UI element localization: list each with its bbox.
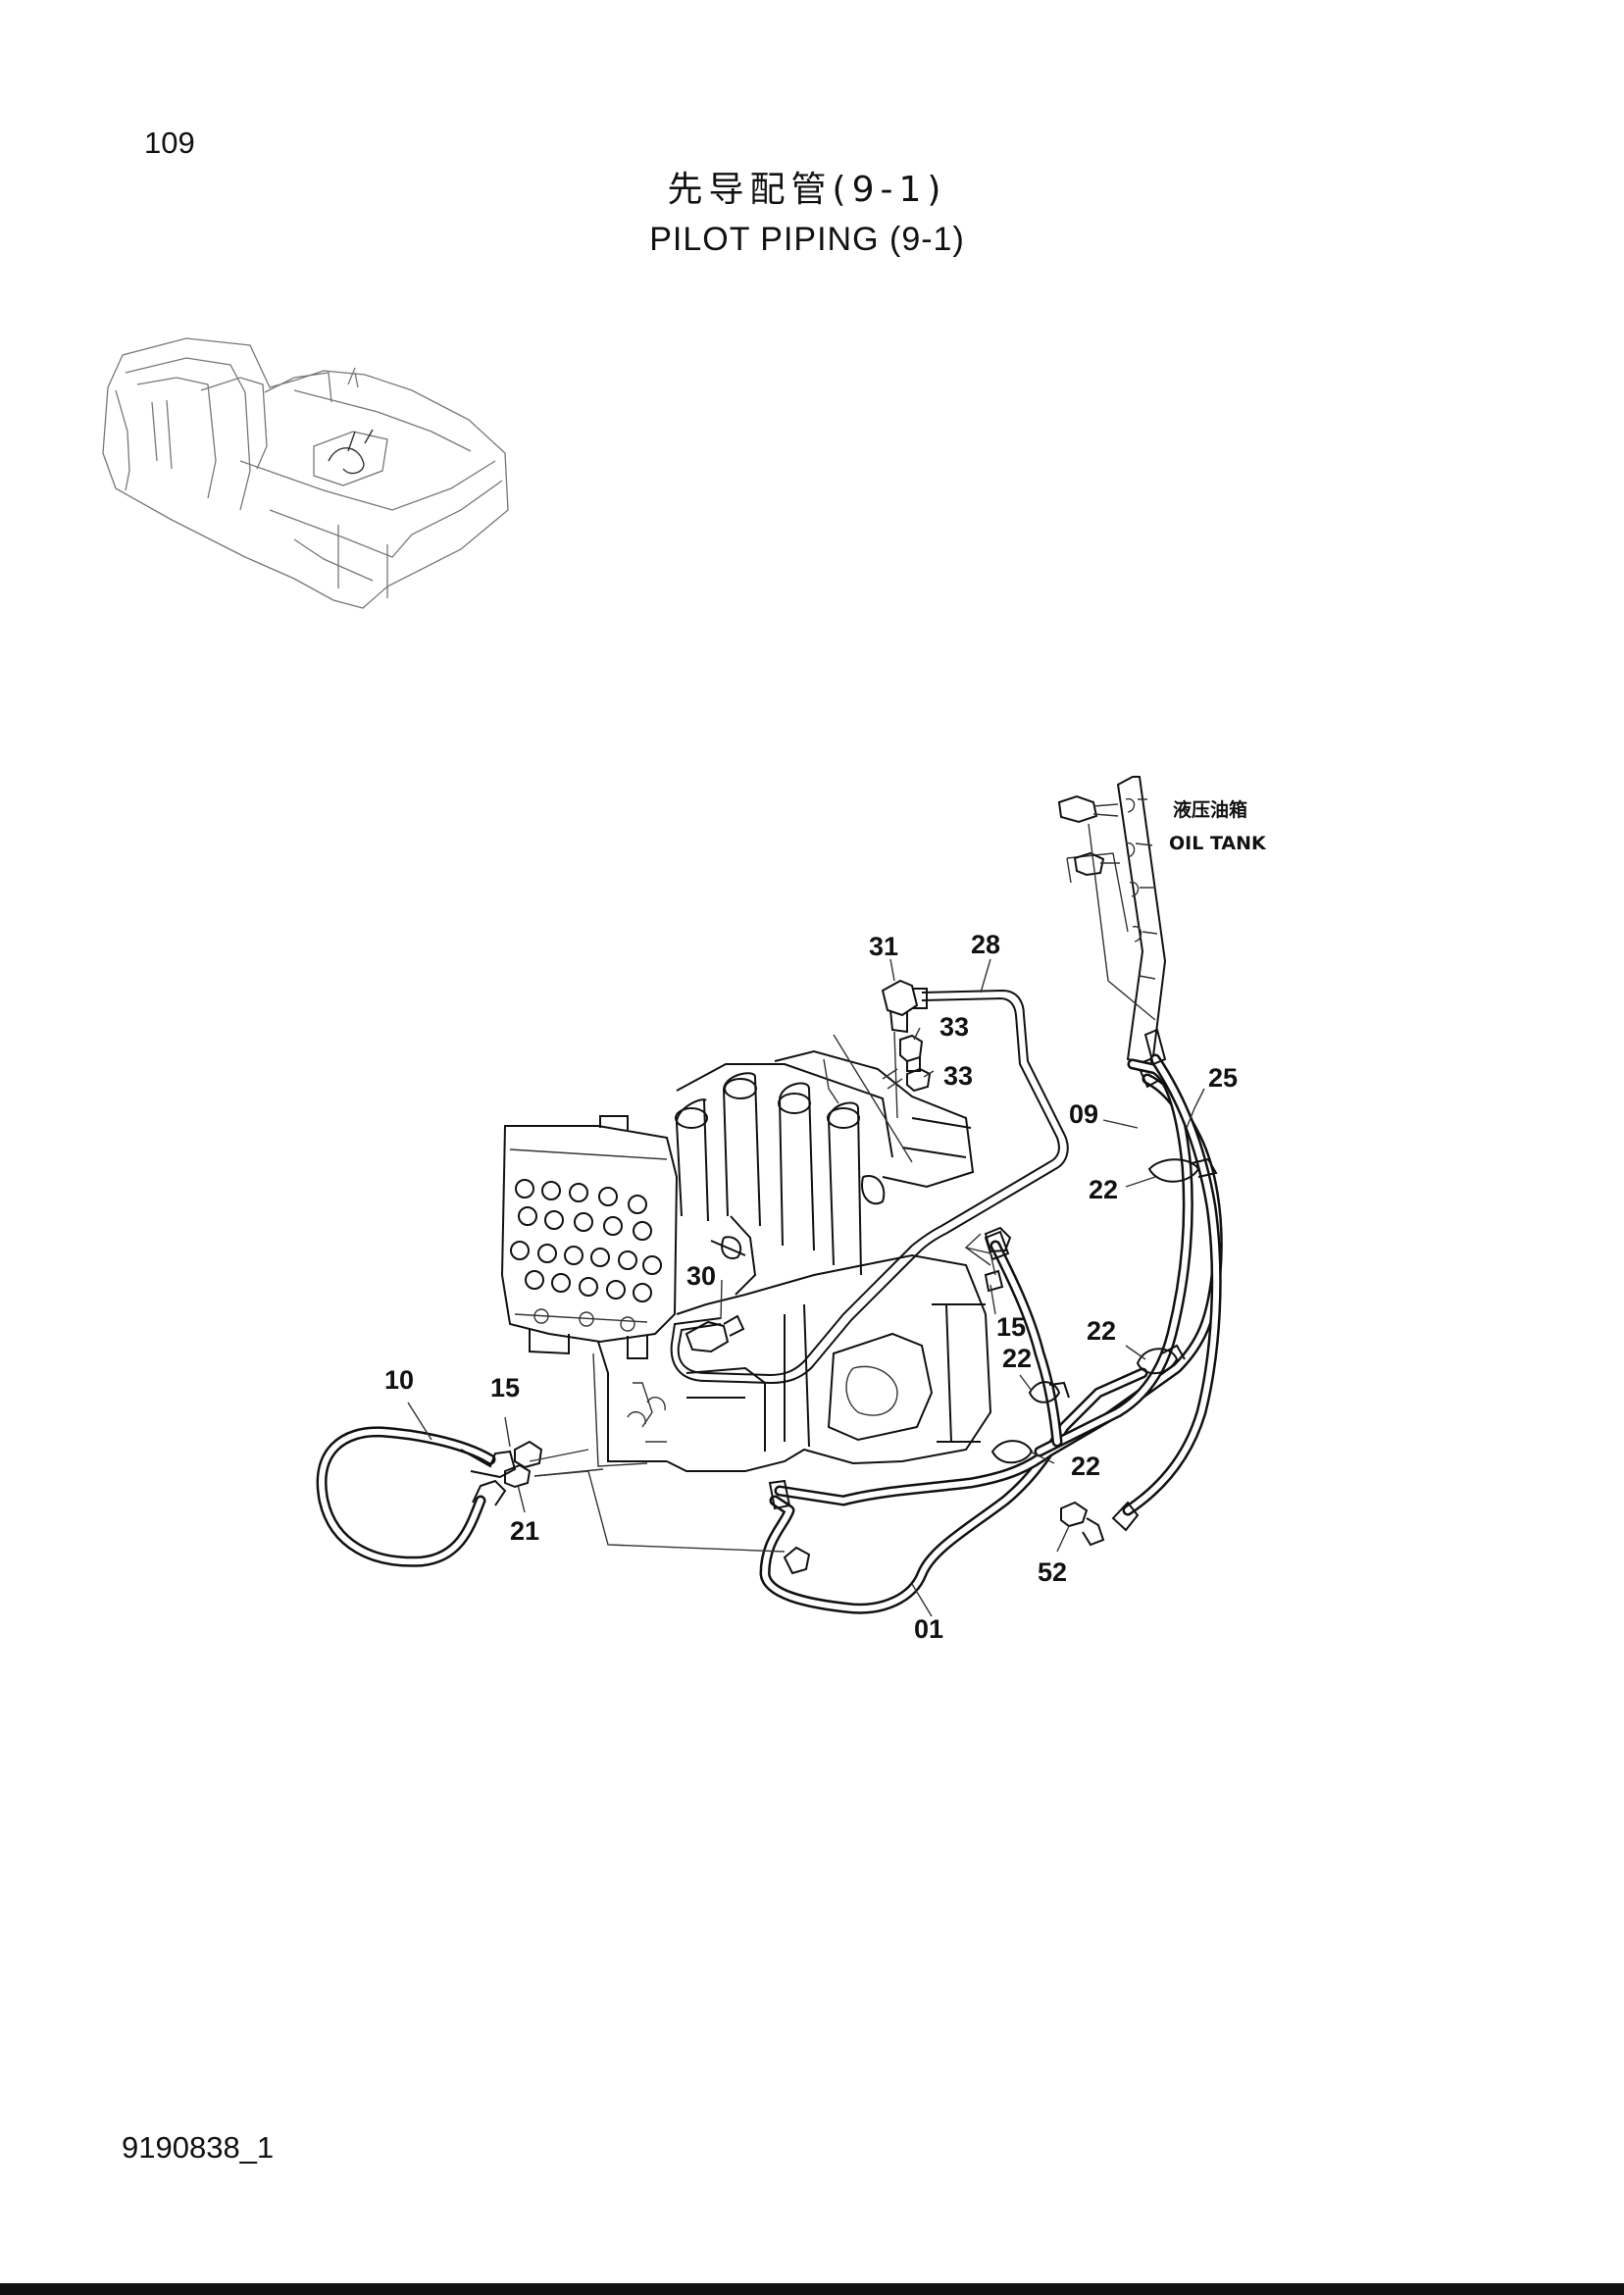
page-number: 109 xyxy=(144,126,195,160)
callout-33-lower: 33 xyxy=(943,1061,973,1091)
control-valve-assembly xyxy=(500,1034,992,1472)
hose-right-lower xyxy=(984,1230,1063,1448)
callout-30: 30 xyxy=(686,1261,716,1291)
callout-labels: 31 28 33 33 25 09 22 30 15 22 22 10 15 2… xyxy=(384,930,1238,1644)
fitting-31-and-33 xyxy=(881,979,932,1119)
callout-21: 21 xyxy=(510,1516,539,1546)
bottom-border xyxy=(0,2283,1624,2295)
callout-52: 52 xyxy=(1038,1557,1067,1587)
leader-lines xyxy=(407,958,1205,1617)
callout-25: 25 xyxy=(1208,1063,1238,1093)
callout-22-lower: 22 xyxy=(1071,1452,1100,1481)
hose-main-return xyxy=(768,1055,1223,1510)
callout-28: 28 xyxy=(971,930,1000,959)
callout-15-left: 15 xyxy=(490,1373,520,1402)
fitting-30 xyxy=(685,1314,745,1353)
callout-01: 01 xyxy=(914,1614,943,1644)
title-block: 先导配管(9-1) PILOT PIPING (9-1) xyxy=(0,169,1624,261)
spool-towers xyxy=(675,1063,893,1276)
callout-31: 31 xyxy=(869,932,898,961)
callout-33-upper: 33 xyxy=(939,1012,969,1042)
title-chinese: 先导配管(9-1) xyxy=(667,170,947,210)
hose-10 xyxy=(316,1426,517,1567)
excavator-overview-sketch xyxy=(102,337,509,609)
pilot-port-block xyxy=(510,1179,662,1332)
hose-clamps xyxy=(990,1157,1218,1464)
callout-09: 09 xyxy=(1069,1099,1098,1129)
pipe-28 xyxy=(670,989,1069,1385)
hose-01 xyxy=(759,1367,1148,1614)
callout-22-right: 22 xyxy=(1087,1316,1116,1346)
callout-22-middle: 22 xyxy=(1002,1344,1032,1373)
oil-tank-label-en: OIL TANK xyxy=(1169,833,1267,854)
oil-tank-plate xyxy=(1057,776,1167,1066)
title-english: PILOT PIPING (9-1) xyxy=(649,221,965,258)
reference-lines xyxy=(529,1058,996,1553)
callout-10: 10 xyxy=(384,1365,414,1395)
callout-22-top: 22 xyxy=(1089,1175,1118,1204)
document-code: 9190838_1 xyxy=(122,2130,275,2165)
fitting-15-21-52 xyxy=(504,1226,1105,1575)
oil-tank-label-cn: 液压油箱 xyxy=(1173,798,1247,821)
hose-25 xyxy=(1111,1028,1222,1532)
callout-15-right: 15 xyxy=(996,1312,1026,1342)
